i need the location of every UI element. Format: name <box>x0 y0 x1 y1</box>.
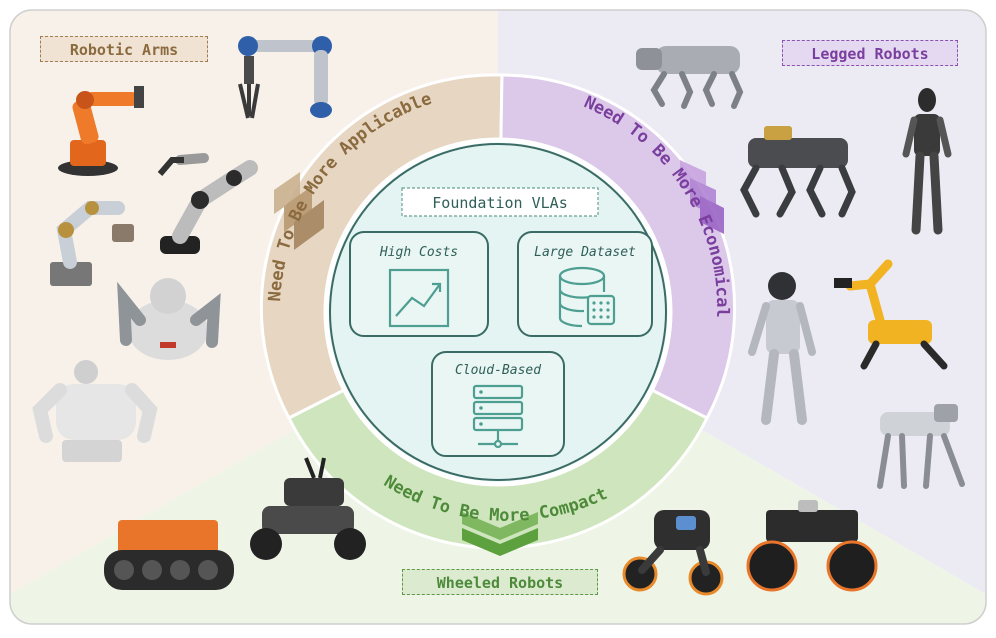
chevron-arrow-applicable <box>274 172 324 250</box>
card-large-dataset: Large Dataset <box>517 231 653 337</box>
center-title-box <box>401 187 599 217</box>
quadruped-robot-dark-image <box>740 126 856 218</box>
humanoid-hand-arm-image <box>157 153 258 254</box>
humanoid-robot-black-image <box>902 88 952 235</box>
chevron-arrow-compact <box>462 512 538 556</box>
trend-chart-icon <box>388 268 450 328</box>
abb-yumi-dual-arm-image <box>117 278 221 360</box>
card-high-costs: High Costs <box>349 231 489 337</box>
database-icon <box>558 266 616 328</box>
yellow-quadruped-with-arm-image <box>834 259 948 370</box>
card-cloud-based-label: Cloud-Based <box>455 363 541 378</box>
collaborative-arm-gripper-image <box>238 36 332 119</box>
wheeled-robots-label: Wheeled Robots <box>402 569 598 595</box>
chevron-arrow-economical <box>680 160 724 234</box>
orange-tracked-robot-image <box>104 520 234 590</box>
humanoid-robot-silver-image <box>748 272 816 425</box>
server-icon <box>472 384 524 449</box>
quadruped-robot-white-image <box>877 404 965 489</box>
card-cloud-based: Cloud-Based <box>431 351 565 457</box>
foundation-vla-circle <box>323 137 673 487</box>
legged-robots-label: Legged Robots <box>782 40 958 66</box>
robomaster-robot-image <box>250 457 366 560</box>
robotic-arms-label: Robotic Arms <box>40 36 208 62</box>
center-title: Foundation VLAs <box>432 194 567 212</box>
gold-robotic-arm-image <box>50 201 134 286</box>
inner-circle-outline <box>329 143 667 481</box>
six-wheeled-rover-image <box>746 500 878 592</box>
quadruped-robot-gray-image <box>636 46 744 109</box>
white-dual-arm-robot-image <box>32 360 158 462</box>
frame-border <box>9 9 987 625</box>
wheel-legged-robot-image <box>622 510 724 596</box>
card-high-costs-label: High Costs <box>379 245 458 260</box>
card-large-dataset-label: Large Dataset <box>534 245 636 260</box>
industrial-arm-orange-image <box>58 86 144 176</box>
